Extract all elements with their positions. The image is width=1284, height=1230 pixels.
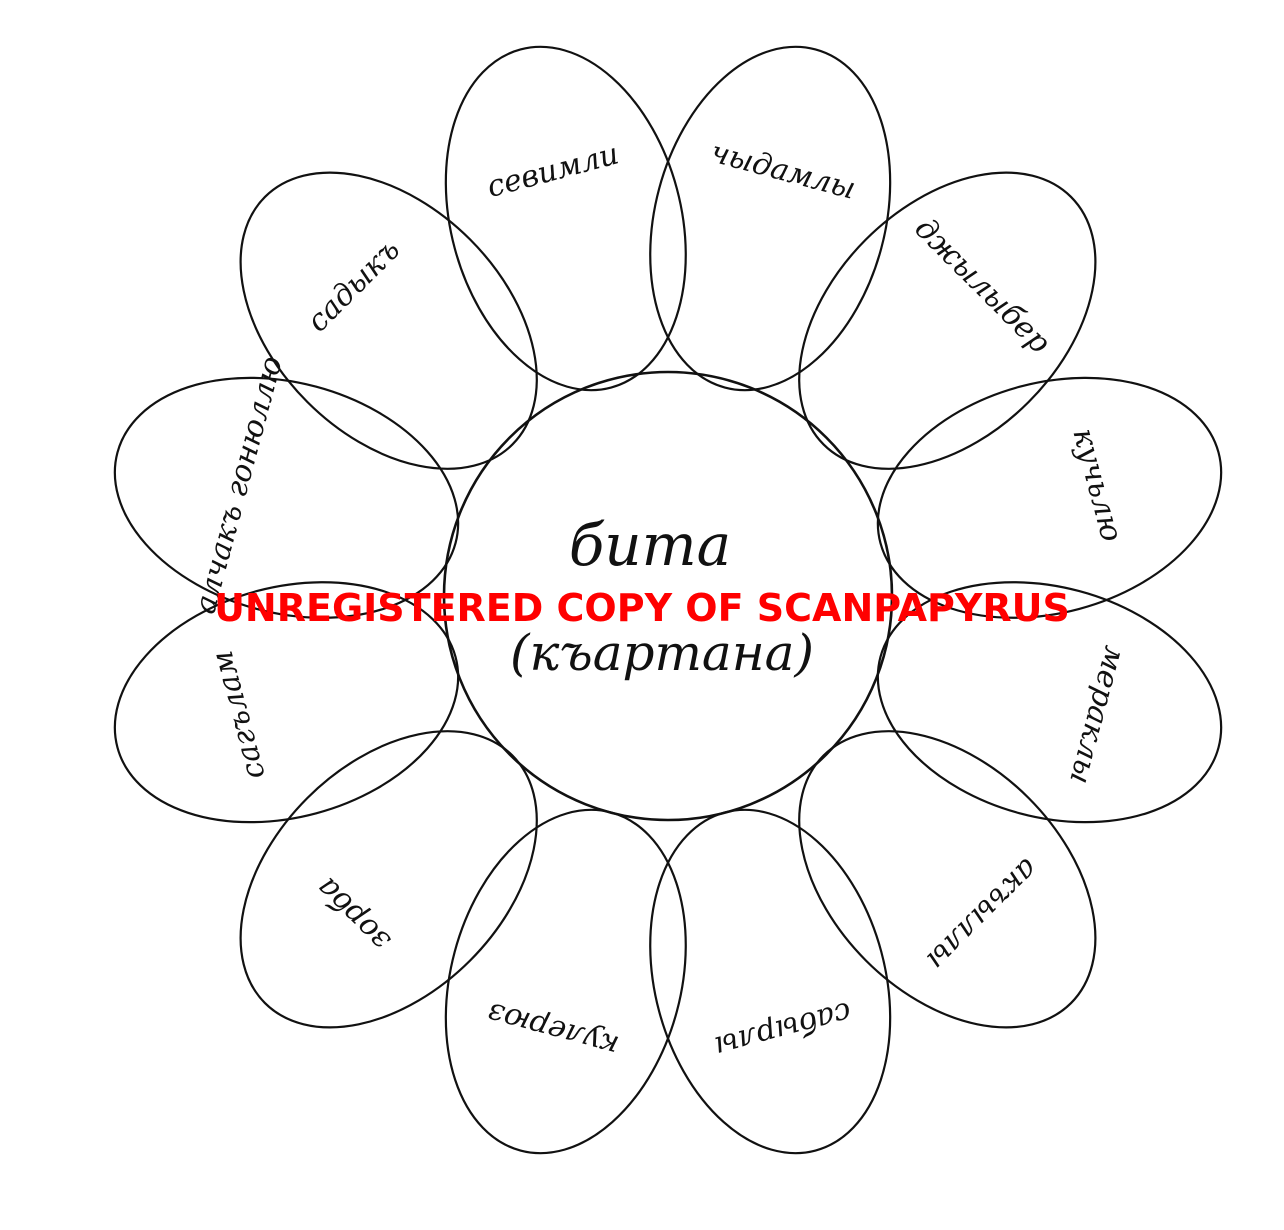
petal-label: чыдамлы: [707, 135, 859, 207]
petal-label: сабырлы: [711, 994, 855, 1064]
petal-shape: [876, 376, 1223, 619]
petal-7: сабырлы: [649, 808, 892, 1155]
petal-shape: [649, 45, 892, 392]
petal-label: севимли: [483, 136, 622, 205]
petal-shape: [798, 171, 1097, 470]
petal-label: сагълам: [205, 647, 273, 783]
petal-1: севимли: [444, 45, 687, 392]
petal-label: зорба: [310, 870, 398, 958]
petal-label: садыкъ: [300, 232, 407, 339]
center-title: бита: [569, 511, 731, 579]
petal-2: чыдамлы: [649, 45, 892, 392]
center-circle: [442, 370, 894, 822]
petal-shape: [444, 45, 687, 392]
petal-shape: [444, 808, 687, 1155]
petal-label: акъыллы: [919, 851, 1045, 977]
watermark-text: UNREGISTERED COPY OF SCANPAPYRUS: [214, 586, 1070, 630]
petal-label: мераклы: [1062, 642, 1132, 787]
petal-label: алчакъ гонюллю: [187, 352, 289, 617]
petal-shape: [876, 581, 1223, 824]
petal-label: кулерюз: [484, 995, 623, 1064]
petal-shape: [113, 581, 460, 824]
petal-label: кучьлю: [1065, 425, 1129, 546]
petal-shape: [239, 171, 538, 470]
petal-shape: [649, 808, 892, 1155]
center-subtitle: (къартана): [510, 624, 814, 682]
petal-label: джылыбер: [908, 211, 1057, 360]
petal-8: кулерюз: [444, 808, 687, 1155]
